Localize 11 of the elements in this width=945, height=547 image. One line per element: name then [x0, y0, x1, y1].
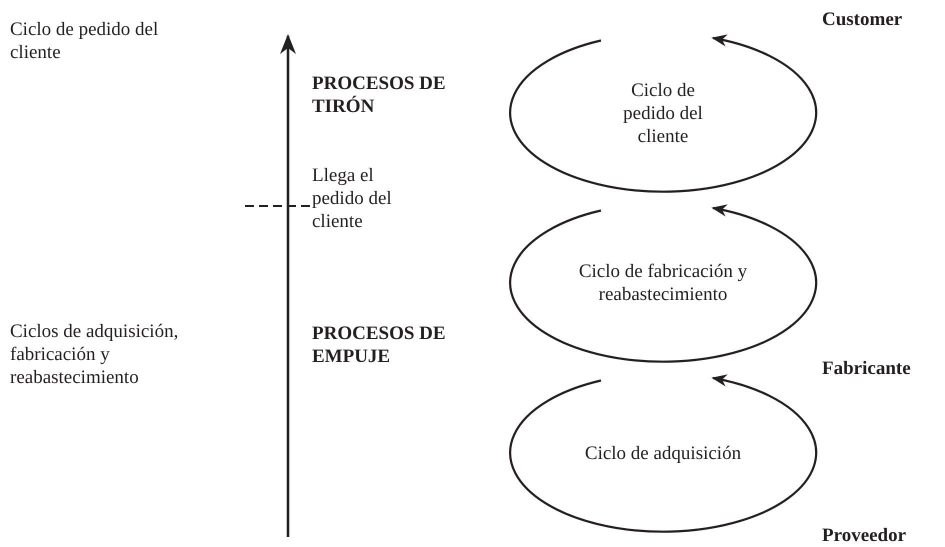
cycle-label: Ciclo de fabricación y reabastecimiento — [578, 260, 748, 306]
event-label: Llega el pedido del cliente — [312, 164, 393, 233]
right-label: Proveedor — [822, 524, 908, 547]
section-heading: PROCESOS DE EMPUJE — [312, 322, 447, 368]
cycle-label: Ciclo de adquisición — [584, 442, 742, 464]
side-label: Ciclo de pedido del cliente — [10, 18, 160, 64]
right-label: Customer — [822, 8, 904, 31]
cycle-label: Ciclo de pedido del cliente — [622, 78, 704, 148]
side-label: Ciclos de adquisición, fabricación y reabastecimiento — [10, 320, 180, 389]
right-label: Fabricante — [822, 357, 912, 380]
section-heading: PROCESOS DE TIRÓN — [312, 72, 447, 118]
